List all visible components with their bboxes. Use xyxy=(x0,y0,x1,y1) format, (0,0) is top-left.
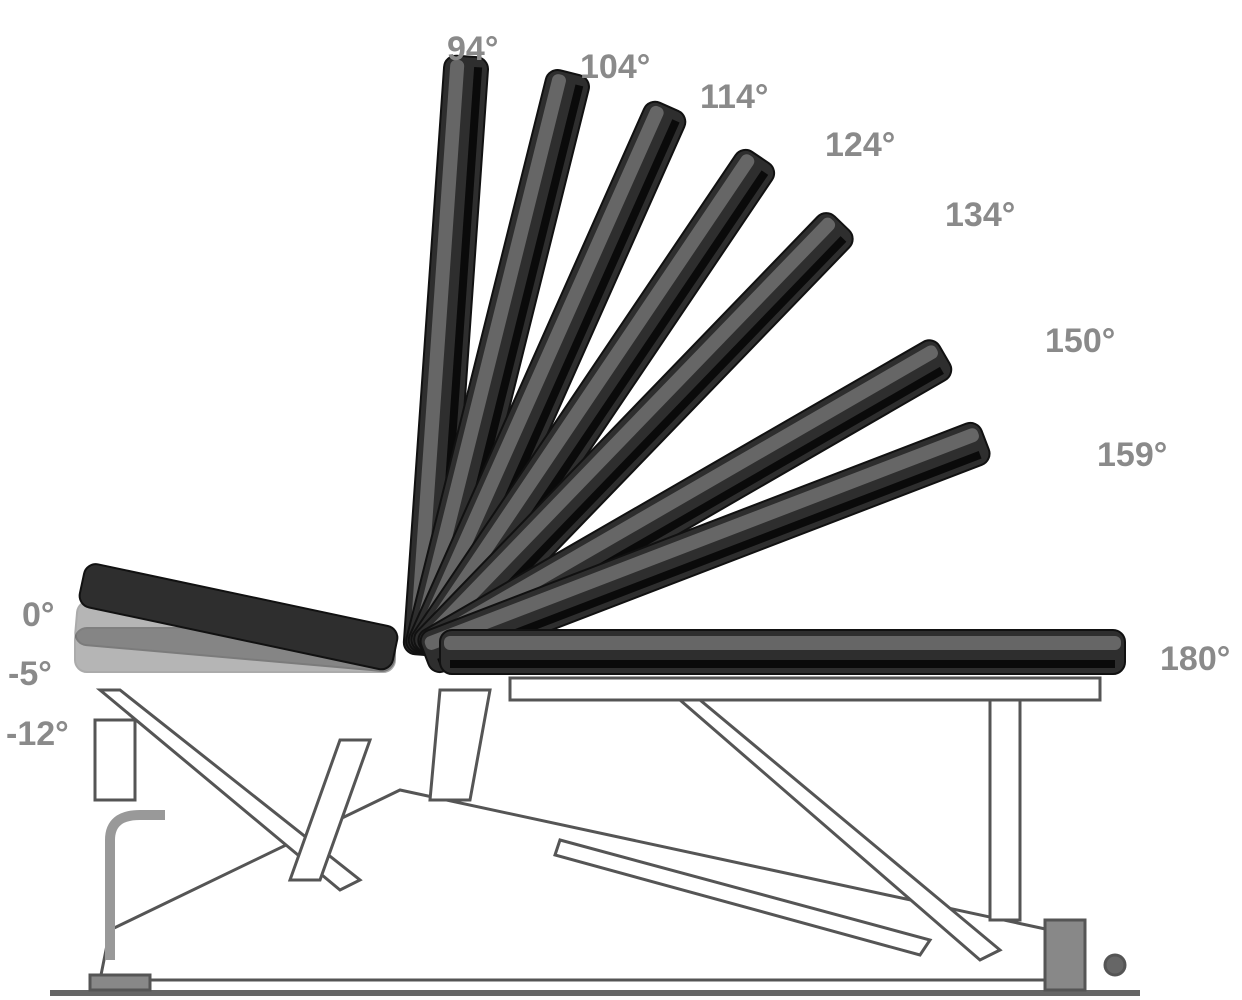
rear-foot xyxy=(1043,918,1087,992)
backrest-pad-159 xyxy=(419,421,991,674)
angle-label-159: 159° xyxy=(1097,436,1168,474)
seat-pad--12 xyxy=(78,563,399,671)
seat-link xyxy=(287,738,373,882)
front-handle xyxy=(105,810,165,960)
rear-post xyxy=(988,698,1022,922)
seat-angle-label--12: -12° xyxy=(6,715,69,753)
angle-label-150: 150° xyxy=(1045,322,1116,360)
backrest-pad-134 xyxy=(413,212,854,667)
angle-label-134: 134° xyxy=(945,196,1016,234)
pivot-bracket xyxy=(428,688,492,802)
seat-angle-label-0: 0° xyxy=(22,596,55,634)
seat-bracket xyxy=(93,718,137,802)
seat-angle-label--5: -5° xyxy=(8,655,52,693)
bench-frame xyxy=(50,676,1140,996)
seat-strut xyxy=(95,688,363,892)
angle-label-114: 114° xyxy=(700,78,769,116)
angle-label-104: 104° xyxy=(580,48,651,86)
wheel xyxy=(1103,953,1127,977)
backrest-pad-180 xyxy=(439,629,1126,675)
front-foot xyxy=(88,973,152,992)
backrest-rail xyxy=(508,676,1102,702)
ladder-adjuster xyxy=(553,838,933,957)
angle-label-180: 180° xyxy=(1160,640,1231,678)
angle-label-94: 94° xyxy=(447,30,499,68)
angle-label-124: 124° xyxy=(825,126,896,164)
